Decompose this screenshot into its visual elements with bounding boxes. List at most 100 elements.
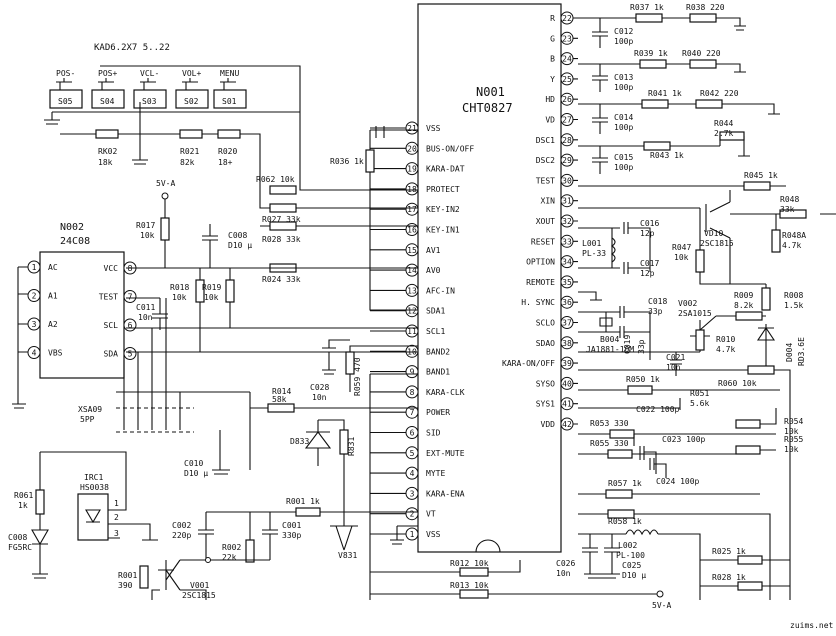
five-v-bottom-terminal <box>656 590 664 598</box>
n001-pin-5-label: EXT-MUTE <box>426 449 465 458</box>
key-label-s04: POS+ <box>98 69 117 78</box>
r054-value: 10k <box>784 427 799 436</box>
n002-pin-6-number: 6 <box>128 321 133 330</box>
n001-pin-20-marker <box>405 141 419 155</box>
resistor-r055b <box>735 445 761 455</box>
b004-ref: B004 <box>600 335 619 344</box>
n002-pin-7-label: TEST <box>99 293 118 302</box>
n001-pin-19-marker <box>405 162 419 176</box>
keyboard-title: KAD6.2X7 5..22 <box>94 43 170 53</box>
v001-five-v-terminal <box>205 557 211 563</box>
n002-pin-5-label: SDA <box>104 350 119 359</box>
n001-pin-38-marker <box>560 336 574 350</box>
n001-pin-40-marker <box>560 376 574 390</box>
r002-ref: R002 <box>222 543 241 552</box>
c015-value: 100p <box>614 163 633 172</box>
c013-ref: C013 <box>614 73 633 82</box>
n001-pin-22-marker <box>560 11 574 25</box>
c014-ref: C014 <box>614 113 633 122</box>
n001-pin-9-marker <box>405 365 419 379</box>
n001-pin-6-marker <box>405 426 419 439</box>
rk02-ref: RK02 <box>98 147 117 156</box>
n001-pin-34-label: OPTION <box>526 258 555 267</box>
n001-pin-26-label: HD <box>545 95 555 104</box>
resistor-r055 <box>607 449 633 459</box>
resistor-r047 <box>695 249 705 273</box>
n001-pin-36-number: 36 <box>562 298 572 307</box>
capacitor-c002 <box>198 529 214 560</box>
r038-label: R038 220 <box>686 3 725 12</box>
n001-pin-14-label: AV0 <box>426 266 441 275</box>
c017-value: 12p <box>640 269 655 278</box>
led-value: FG5RC <box>8 543 32 552</box>
resistor-r037 <box>635 13 663 23</box>
n002-pin-2-number: 2 <box>32 292 37 301</box>
c025-ref: C025 <box>622 561 641 570</box>
r045-label: R045 1k <box>744 171 778 180</box>
n001-pin-7-marker <box>405 405 419 419</box>
n001-pin-37-marker <box>560 316 574 329</box>
n002-pin-7-marker <box>123 290 137 303</box>
eeprom-bus-wires <box>126 267 418 353</box>
v002-value: 2SA1015 <box>678 309 712 318</box>
n001-pin-36-marker <box>560 295 574 309</box>
n001-pin-18-marker <box>405 182 419 196</box>
power-wire <box>212 392 418 475</box>
r061-value: 1k <box>18 501 28 510</box>
r025-r028-wires <box>700 559 790 587</box>
n001-pin-30-label: TEST <box>536 176 555 185</box>
resistor-r012 <box>459 567 489 577</box>
n002-pin-6-label: SCL <box>104 321 119 330</box>
resistor-r002 <box>245 539 255 563</box>
n001-pin-21-label: VSS <box>426 124 441 133</box>
n002-pin-4-label: VBS <box>48 349 63 358</box>
c001-value: 330p <box>282 531 301 540</box>
sdao-network <box>578 453 760 478</box>
l001-ref: L001 <box>582 239 601 248</box>
irc1-value: HS0038 <box>80 483 109 492</box>
n001-pin-31-label: XIN <box>541 197 556 206</box>
r043-label: R043 1k <box>650 151 684 160</box>
r041-label: R041 1k <box>648 89 682 98</box>
r047-wire <box>699 272 766 285</box>
connector-xsa09-outline <box>116 407 194 433</box>
c026-ref: C026 <box>556 559 575 568</box>
led-ref: C008 <box>8 533 27 542</box>
c010-ref: C010 <box>184 459 203 468</box>
c001-ref: C001 <box>282 521 301 530</box>
r001b-ref: R001 <box>118 571 137 580</box>
n001-pin-12-marker <box>405 304 419 318</box>
resistor-r061 <box>35 489 45 515</box>
key-label-s05: POS- <box>56 69 75 78</box>
r028b-label: R028 33k <box>262 235 301 244</box>
n001-pin-3-marker <box>405 486 419 500</box>
n002-pin-5-marker <box>123 347 137 360</box>
rk02-value: 18k <box>98 158 113 167</box>
r037-label: R037 1k <box>630 3 664 12</box>
n001-pin-7-number: 7 <box>410 408 415 417</box>
diode-d833 <box>304 420 332 466</box>
n001-pin-39-marker <box>560 356 574 370</box>
r051-value: 5.6k <box>690 399 709 408</box>
resistor-r028 <box>269 221 297 231</box>
n001-pin-28-number: 28 <box>562 136 572 145</box>
g-output-network <box>578 63 746 92</box>
c016-ref: C016 <box>640 219 659 228</box>
n001-pin-10-marker <box>405 344 419 358</box>
r048-value: 33k <box>780 205 795 214</box>
r024-label: R024 33k <box>262 275 301 284</box>
n001-pin-16-label: KEY-IN1 <box>426 226 460 235</box>
key-actuator-s03 <box>140 78 156 90</box>
c012-ref: C012 <box>614 27 633 36</box>
pullup-wires <box>199 268 231 352</box>
n001-pin-12-number: 12 <box>407 307 417 316</box>
ir-pin-2: 2 <box>114 513 119 522</box>
n001-pin-35-number: 35 <box>562 278 572 287</box>
n001-pin-24-number: 24 <box>562 55 572 64</box>
resistor-r042 <box>695 99 723 109</box>
vd10-value: 2SC1815 <box>700 239 734 248</box>
n002-pin-2-label: A1 <box>48 292 58 301</box>
n001-pin-31-marker <box>560 194 574 208</box>
c008-value: D10 µ <box>228 241 252 250</box>
